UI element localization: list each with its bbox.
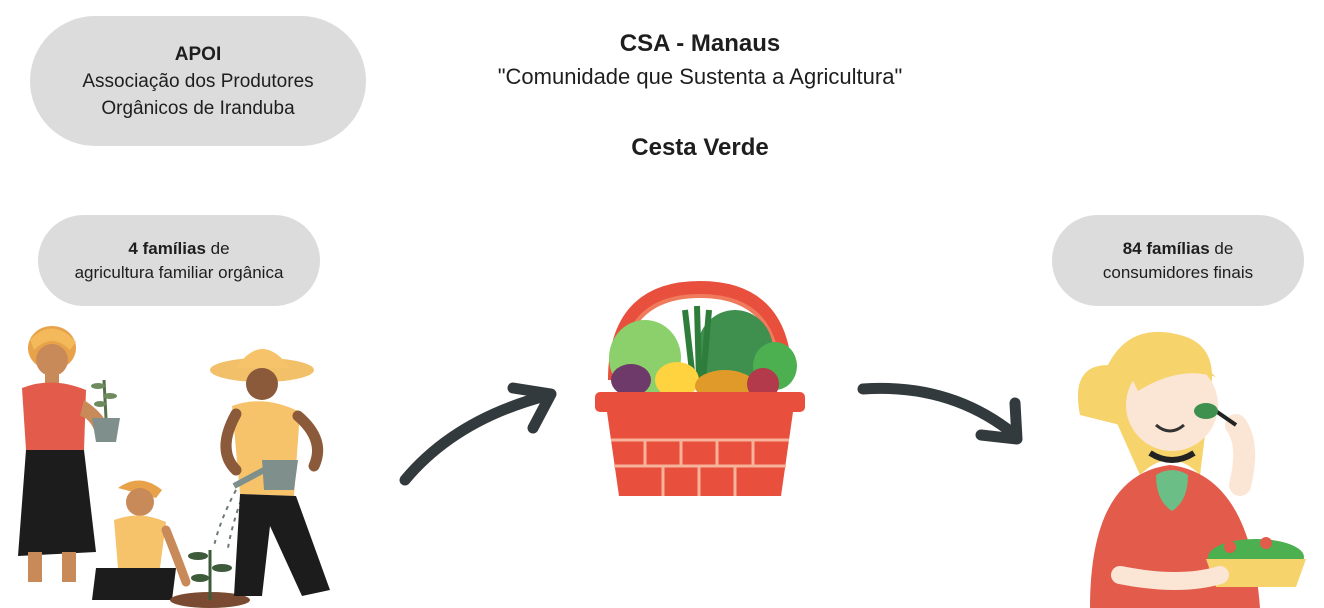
- basket-title: Cesta Verde: [631, 134, 769, 161]
- arrow-right-icon: [857, 382, 1023, 445]
- page-title: CSA - Manaus: [619, 30, 781, 57]
- apoi-name-line2: Orgânicos de Iranduba: [101, 97, 295, 119]
- producers-line2: agricultura familiar orgânica: [74, 262, 284, 282]
- apoi-name-line1: Associação dos Produtores: [82, 70, 314, 92]
- farmers-illustration: [18, 326, 330, 608]
- page-subtitle: "Comunidade que Sustenta a Agricultura": [497, 64, 903, 89]
- consumers-count: 84 famílias: [1122, 238, 1210, 258]
- producers-suffix: de: [205, 238, 230, 258]
- consumers-line1: 84 famílias de: [1123, 237, 1234, 261]
- producers-line1: 4 famílias de: [128, 237, 229, 261]
- vegetable-basket-illustration: [595, 280, 805, 496]
- producers-label-box: 4 famílias de agricultura familiar orgân…: [38, 215, 320, 306]
- consumers-line2: consumidores finais: [1102, 262, 1254, 282]
- consumers-label-box: 84 famílias de consumidores finais: [1052, 215, 1304, 306]
- apoi-acronym: APOI: [174, 43, 222, 65]
- arrow-right-icon: [399, 382, 557, 486]
- producers-count: 4 famílias: [128, 238, 206, 258]
- girl-eating-salad-illustration: [1077, 331, 1306, 608]
- consumers-suffix: de: [1209, 238, 1234, 258]
- apoi-label-box: APOI Associação dos Produtores Orgânicos…: [30, 16, 366, 146]
